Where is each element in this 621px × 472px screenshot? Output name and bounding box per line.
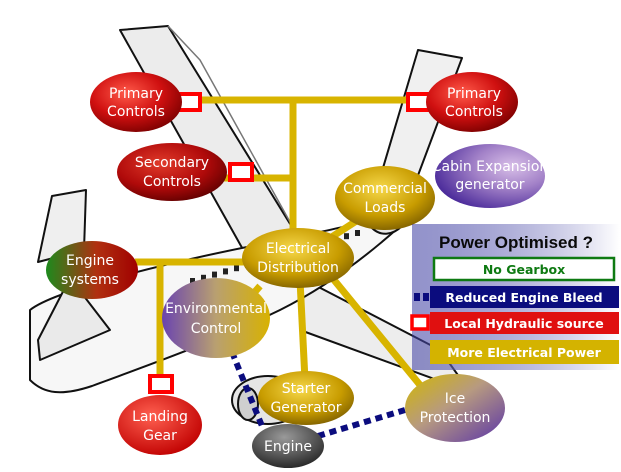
node-primary-controls-right: Primary Controls	[426, 72, 518, 132]
node-cabin-expansion-generator-line1: Cabin Expansion	[432, 159, 549, 175]
left-wing	[119, 25, 301, 263]
legend-item-more-electrical-power-label: More Electrical Power	[447, 345, 601, 360]
node-commercial-loads-shape	[335, 166, 435, 230]
legend-item-local-hydraulic-source: Local Hydraulic source	[410, 312, 619, 334]
node-engine-systems-shape	[46, 241, 138, 299]
cabin-window	[344, 233, 349, 240]
node-commercial-loads: Commercial Loads	[335, 166, 435, 230]
legend-item-no-gearbox-label: No Gearbox	[483, 262, 565, 277]
node-electrical-distribution: Electrical Distribution	[242, 228, 354, 288]
legend-item-no-gearbox-box	[432, 256, 616, 282]
legend-item-local-hydraulic-source-label: Local Hydraulic source	[444, 316, 603, 331]
node-landing-gear-line2: Gear	[143, 428, 177, 444]
cabin-window	[201, 274, 206, 281]
vertical-fin	[37, 277, 111, 361]
hydraulic-marker-landing-gear	[148, 374, 174, 394]
engine-intake	[237, 387, 259, 421]
node-secondary-controls-shape	[117, 143, 227, 201]
node-commercial-loads-line2: Loads	[365, 200, 406, 216]
node-electrical-distribution-shape	[242, 228, 354, 288]
node-environmental-control-shape	[162, 278, 270, 358]
bleed-line-engine-ice	[317, 407, 406, 439]
node-starter-generator-line1: Starter	[282, 381, 331, 397]
node-primary-controls-right-line2: Controls	[445, 104, 503, 120]
node-secondary-controls-line2: Controls	[143, 174, 201, 190]
node-primary-controls-right-shape	[426, 72, 518, 132]
legend-item-more-electrical-power-box	[430, 340, 619, 364]
cabin-window	[190, 278, 195, 284]
node-primary-controls-right-line1: Primary	[447, 86, 501, 102]
legend-item-more-electrical-power: More Electrical Power	[430, 340, 619, 364]
node-secondary-controls-line1: Secondary	[135, 155, 209, 171]
node-commercial-loads-line1: Commercial	[343, 181, 427, 197]
cabin-window	[355, 230, 360, 236]
node-landing-gear: Landing Gear	[118, 395, 202, 455]
hydraulic-marker-secondary	[228, 162, 254, 182]
node-cabin-expansion-generator-shape	[435, 144, 545, 208]
node-starter-generator-line2: Generator	[270, 400, 341, 416]
node-ice-protection-line1: Ice	[445, 391, 465, 407]
node-engine-shape	[252, 424, 324, 468]
legend-bleed-swatch-2	[423, 293, 429, 301]
node-environmental-control: Environmental Control	[162, 278, 270, 358]
legend-bleed-swatch-1	[414, 293, 420, 301]
legend-item-reduced-engine-bleed-label: Reduced Engine Bleed	[445, 290, 602, 305]
bleed-lines	[229, 350, 406, 439]
node-primary-controls-left-shape	[90, 72, 182, 132]
node-starter-generator-shape	[258, 371, 354, 425]
node-engine-systems: Engine systems	[46, 241, 138, 299]
node-ice-protection: Ice Protection	[405, 374, 505, 442]
cabin-window	[234, 265, 239, 272]
legend-item-local-hydraulic-source-box	[430, 312, 619, 334]
node-environmental-control-line2: Control	[191, 321, 242, 337]
legend-item-reduced-engine-bleed-box	[430, 286, 619, 308]
hydraulic-markers	[148, 92, 432, 394]
node-primary-controls-left: Primary Controls	[90, 72, 182, 132]
node-primary-controls-left-line2: Controls	[107, 104, 165, 120]
node-electrical-distribution-line1: Electrical	[266, 241, 330, 257]
node-landing-gear-line1: Landing	[132, 409, 188, 425]
node-ice-protection-shape	[405, 374, 505, 442]
node-electrical-distribution-line2: Distribution	[257, 260, 339, 276]
node-engine-systems-line1: Engine	[66, 253, 114, 269]
node-landing-gear-shape	[118, 395, 202, 455]
cabin-window	[212, 271, 217, 278]
node-engine-systems-line2: systems	[61, 272, 119, 288]
node-environmental-control-line1: Environmental	[165, 301, 267, 317]
node-starter-generator: Starter Generator	[258, 371, 354, 425]
node-cabin-expansion-generator: Cabin Expansion generator	[432, 144, 549, 208]
legend-item-no-gearbox: No Gearbox	[432, 256, 616, 282]
legend-title: Power Optimised ?	[439, 233, 593, 252]
legend-item-reduced-engine-bleed: Reduced Engine Bleed	[414, 286, 619, 308]
node-engine-label: Engine	[264, 439, 312, 455]
node-cabin-expansion-generator-line2: generator	[455, 177, 524, 193]
node-ice-protection-line2: Protection	[420, 410, 491, 426]
legend-panel: Power Optimised ? No Gearbox Reduced Eng…	[410, 224, 620, 370]
node-primary-controls-left-line1: Primary	[109, 86, 163, 102]
connector-to-ice	[327, 272, 423, 388]
legend-hydraulic-swatch	[410, 314, 430, 331]
node-secondary-controls: Secondary Controls	[117, 143, 227, 201]
node-engine: Engine	[252, 424, 324, 468]
cabin-window	[223, 268, 228, 275]
bleed-line-environmental-engine	[229, 350, 265, 428]
